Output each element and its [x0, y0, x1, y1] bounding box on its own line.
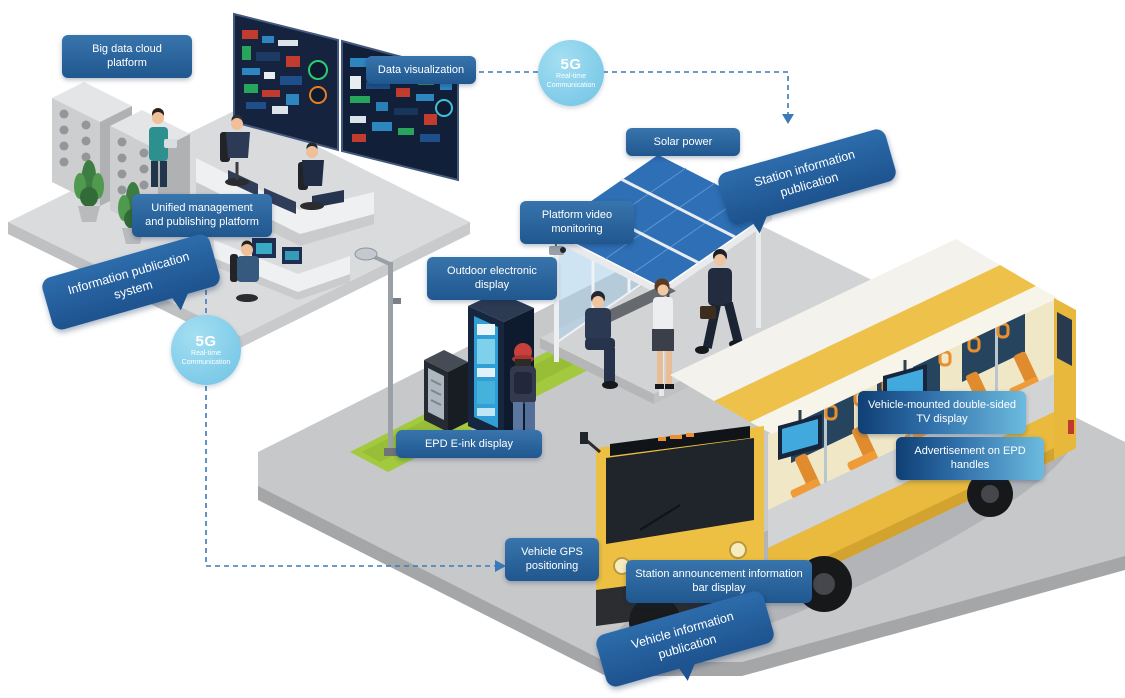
label-platform-video-monitoring: Platform video monitoring [520, 201, 634, 244]
label-unified-management-platform: Unified management and publishing platfo… [132, 194, 272, 237]
standing-technician [149, 108, 177, 187]
5g-title: 5G [560, 55, 582, 73]
connector-5g-to-station-bubble [603, 71, 789, 116]
tv-display-front [778, 410, 822, 460]
monitor-wall [233, 12, 459, 182]
pedestrian-red-hat [510, 343, 536, 452]
label-data-visualization: Data visualization [366, 56, 476, 85]
street-lamp [354, 247, 401, 456]
connector-5g-to-gps [205, 386, 496, 567]
outdoor-display-kiosk [468, 292, 534, 442]
label-station-announcement-bar: Station announcement information bar dis… [626, 560, 812, 603]
shelter-pole [756, 222, 761, 328]
bus-roof-top [670, 239, 1000, 401]
badge-5g-left: 5G Real-time Communication [171, 315, 241, 385]
epd-eink-display-unit [424, 350, 468, 432]
label-advertisement-epd-handles: Advertisement on EPD handles [896, 437, 1044, 480]
bus-rear [1054, 298, 1076, 460]
label-solar-power: Solar power [626, 128, 740, 157]
5g-line1: Real-time [191, 349, 221, 357]
label-big-data-cloud-platform: Big data cloud platform [62, 35, 192, 78]
label-outdoor-electronic-display: Outdoor electronic display [427, 257, 557, 300]
sitting-man [585, 291, 618, 389]
5g-title: 5G [195, 332, 217, 350]
walking-businessman [695, 249, 743, 354]
standing-woman [652, 278, 674, 389]
badge-5g-top: 5G Real-time Communication [538, 40, 604, 106]
shelter-pole [554, 240, 559, 362]
5g-line2: Communication [546, 81, 596, 89]
label-vehicle-gps-positioning: Vehicle GPS positioning [505, 538, 599, 581]
5g-line2: Communication [181, 358, 231, 366]
operators [149, 108, 324, 302]
waiting-passengers [585, 249, 743, 389]
label-epd-e-ink-display: EPD E-ink display [396, 430, 542, 459]
label-vehicle-mounted-tv-display: Vehicle-mounted double-sided TV display [858, 391, 1026, 434]
bus-roof-edge [714, 265, 1036, 422]
5g-line1: Real-time [556, 72, 586, 80]
